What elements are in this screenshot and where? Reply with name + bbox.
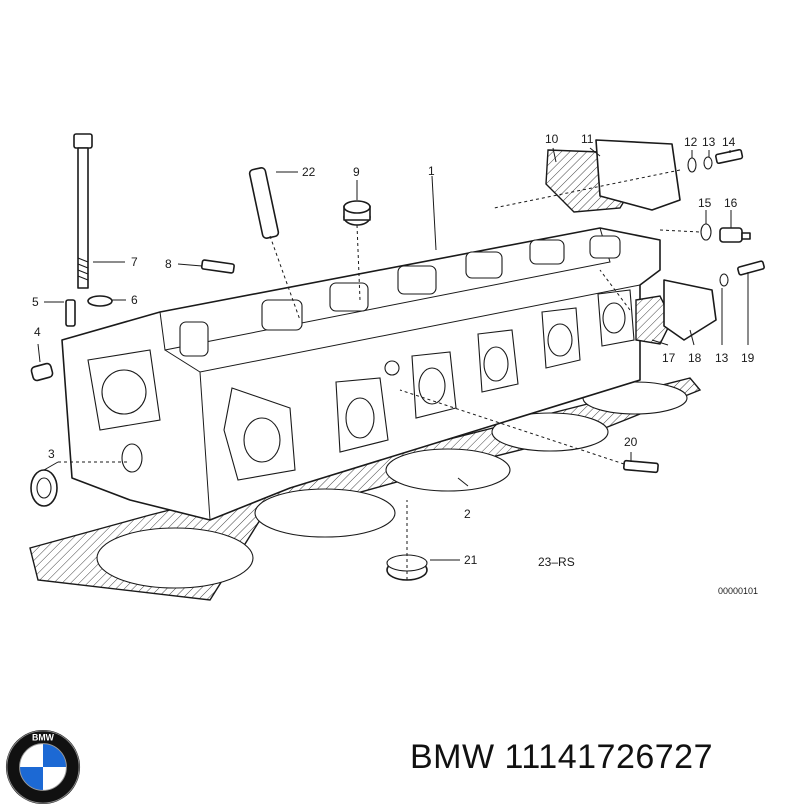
callout-21: 21 xyxy=(464,553,478,567)
washer-12 xyxy=(687,157,697,173)
callout-10: 10 xyxy=(545,132,559,146)
bolt-19 xyxy=(737,260,765,276)
callout-18: 18 xyxy=(688,351,702,365)
cover-plate xyxy=(595,139,681,211)
callout-2: 2 xyxy=(464,507,471,521)
callout-16: 16 xyxy=(724,196,738,210)
callout-14: 14 xyxy=(722,135,736,149)
valve-stem-seal xyxy=(343,200,371,226)
washer xyxy=(87,295,113,307)
callout-3: 3 xyxy=(48,447,55,461)
washer-13 xyxy=(703,156,713,170)
bolt-14 xyxy=(715,148,744,165)
callout-15: 15 xyxy=(698,196,712,210)
water-flange xyxy=(663,279,717,341)
callout-22: 22 xyxy=(302,165,316,179)
callout-13-top: 13 xyxy=(702,135,716,149)
stud xyxy=(65,299,76,327)
flange-gasket xyxy=(635,295,673,345)
stud-8 xyxy=(200,259,235,274)
leader-lines xyxy=(37,147,749,580)
temperature-sender xyxy=(719,227,751,243)
screw-plug xyxy=(30,469,58,507)
diagram-reference-number: 00000101 xyxy=(718,586,758,596)
callout-5: 5 xyxy=(32,295,39,309)
set-label: 23–RS xyxy=(538,555,575,569)
callout-7: 7 xyxy=(131,255,138,269)
bmw-logo-letters: BMW xyxy=(32,733,55,743)
guide-tube xyxy=(248,167,280,239)
dowel-sleeve xyxy=(30,362,54,382)
callout-19: 19 xyxy=(741,351,755,365)
callout-9: 9 xyxy=(353,165,360,179)
sealing-ring xyxy=(700,223,712,241)
stud-20 xyxy=(622,459,659,474)
head-bolt xyxy=(73,133,93,289)
part-number-label: BMW 11141726727 xyxy=(410,738,713,776)
callout-1: 1 xyxy=(428,164,435,178)
callout-20: 20 xyxy=(624,435,638,449)
cylinder-head xyxy=(61,227,661,521)
callout-12: 12 xyxy=(684,135,698,149)
callout-8: 8 xyxy=(165,257,172,271)
callout-13-bottom: 13 xyxy=(715,351,729,365)
callout-11: 11 xyxy=(581,132,594,146)
callouts: 1 2 3 4 5 6 7 8 9 10 11 12 13 14 15 16 1… xyxy=(32,132,758,596)
seal-ring-21 xyxy=(386,554,428,581)
callout-4: 4 xyxy=(34,325,41,339)
washer-13b xyxy=(719,273,729,287)
callout-17: 17 xyxy=(662,351,676,365)
callout-6: 6 xyxy=(131,293,138,307)
bmw-logo: BMW xyxy=(5,729,81,805)
